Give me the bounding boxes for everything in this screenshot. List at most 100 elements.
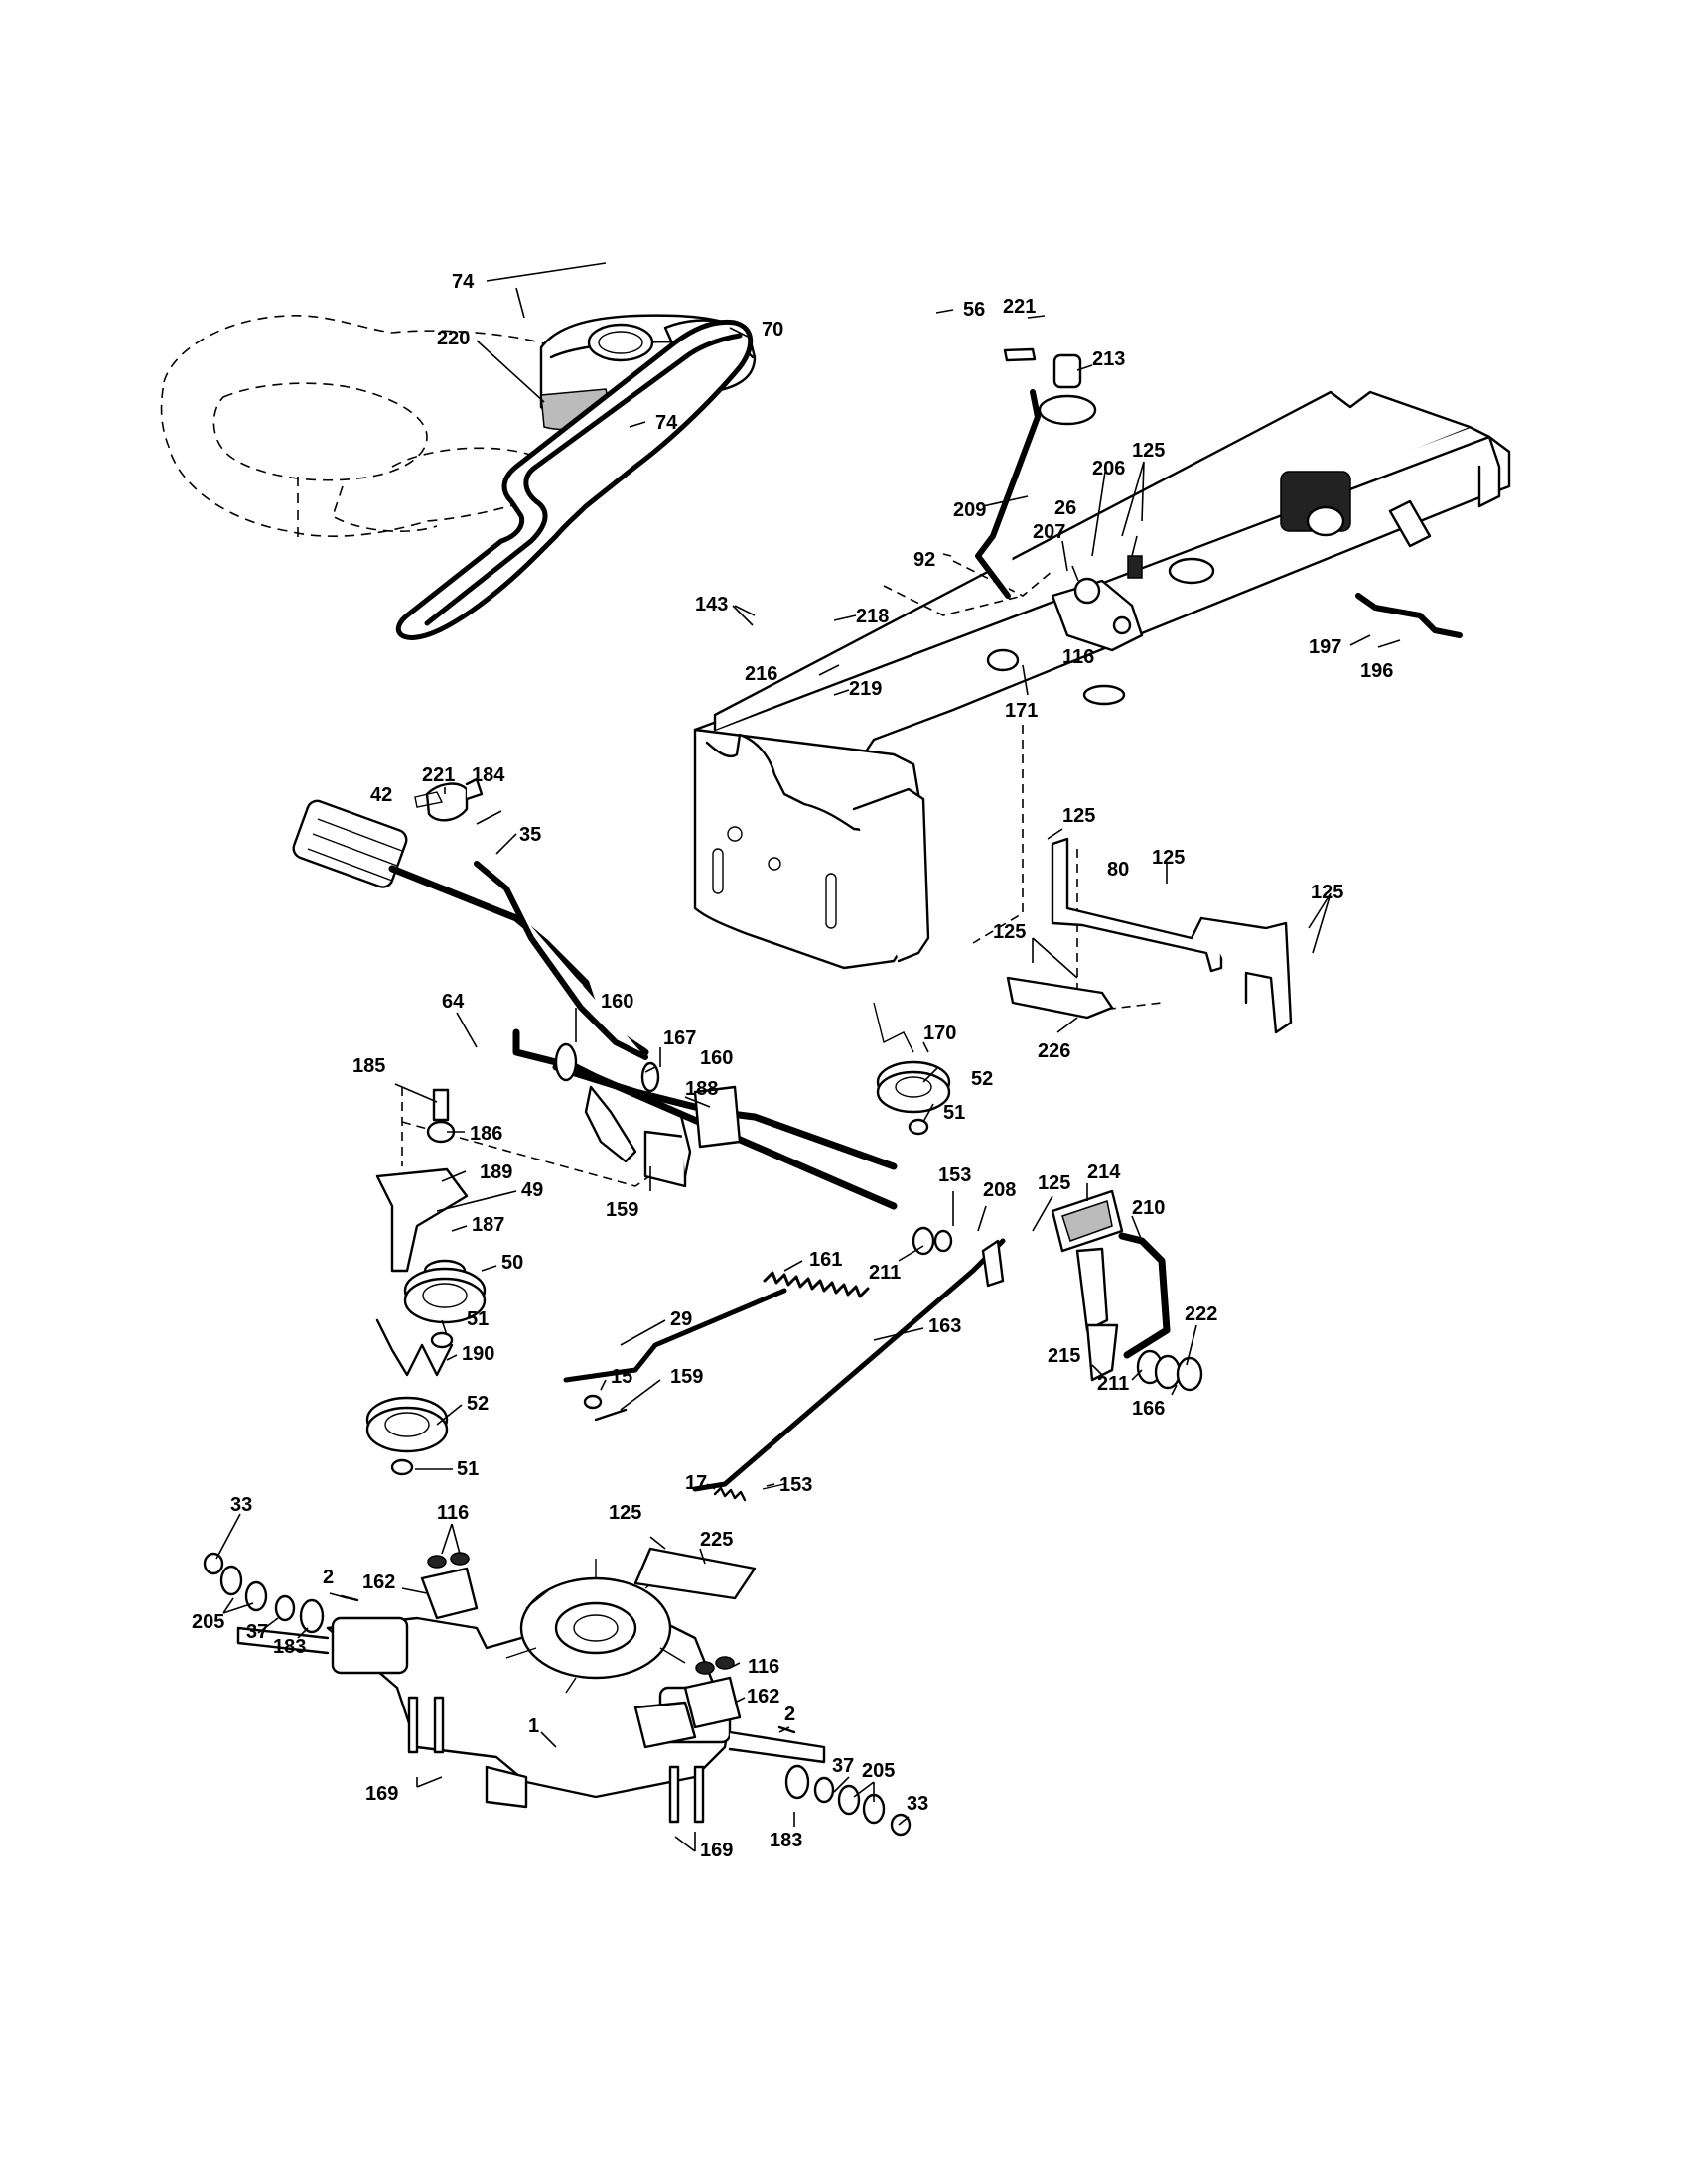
label-216: 216 (745, 663, 777, 685)
washers-right (777, 1725, 912, 1837)
label-209: 209 (953, 499, 986, 521)
label-188: 188 (685, 1078, 718, 1100)
label-218: 218 (856, 606, 889, 627)
label-116-right: 116 (748, 1656, 779, 1678)
pivot-bracket (1051, 555, 1144, 652)
label-166: 166 (1132, 1398, 1165, 1420)
label-220: 220 (437, 328, 470, 349)
label-125-mid1: 125 (1062, 805, 1095, 827)
rod-163 (692, 1238, 1006, 1492)
label-213: 213 (1092, 348, 1125, 370)
label-52-left: 52 (467, 1393, 489, 1415)
label-170: 170 (923, 1023, 956, 1044)
label-185: 185 (352, 1055, 385, 1077)
pin-159 (594, 1408, 628, 1422)
washer-15 (583, 1394, 603, 1410)
label-169-left: 169 (365, 1783, 398, 1805)
label-206: 206 (1092, 458, 1125, 479)
label-171: 171 (1005, 700, 1038, 722)
label-92: 92 (913, 549, 935, 571)
transaxle (236, 1559, 826, 1809)
label-163: 163 (928, 1315, 961, 1337)
label-15: 15 (611, 1366, 632, 1388)
block-162-left (420, 1552, 479, 1620)
label-52-right: 52 (971, 1068, 993, 1090)
idler-pulley-assembly (365, 1088, 487, 1476)
label-125-pedal: 125 (1038, 1172, 1070, 1194)
label-42: 42 (370, 784, 392, 806)
label-49: 49 (521, 1179, 543, 1201)
label-205-left: 205 (192, 1611, 224, 1633)
spring-17 (713, 1483, 785, 1502)
label-167: 167 (663, 1027, 696, 1049)
label-161: 161 (809, 1249, 842, 1271)
label-2-left: 2 (323, 1567, 334, 1588)
label-153-a: 153 (938, 1164, 971, 1186)
label-222: 222 (1185, 1303, 1217, 1325)
label-153-b: 153 (779, 1474, 812, 1496)
label-183-right: 183 (770, 1830, 802, 1851)
label-125-mid3: 125 (1311, 882, 1343, 903)
block-162-right (683, 1656, 742, 1729)
label-205-right: 205 (862, 1760, 895, 1782)
label-219: 219 (849, 678, 882, 700)
label-74-a: 74 (452, 271, 475, 293)
label-159-b: 159 (670, 1366, 703, 1388)
label-169-right: 169 (700, 1840, 733, 1861)
shift-rod (975, 347, 1097, 599)
label-125-bottom: 125 (609, 1502, 641, 1524)
label-125-top: 125 (1132, 440, 1165, 462)
label-162-left: 162 (362, 1571, 395, 1593)
rod-197 (1355, 593, 1463, 638)
part-labels: 74 220 70 74 56 221 213 209 125 206 26 2… (192, 271, 1393, 1861)
label-221-top: 221 (1003, 296, 1036, 318)
label-162-right: 162 (747, 1686, 779, 1707)
label-159-a: 159 (606, 1199, 638, 1221)
label-225: 225 (700, 1529, 733, 1551)
label-35: 35 (519, 824, 541, 846)
label-189: 189 (480, 1161, 512, 1183)
label-37-right: 37 (832, 1755, 854, 1777)
label-160-a: 160 (601, 991, 633, 1013)
label-211-b: 211 (1097, 1373, 1129, 1395)
label-221-mid: 221 (422, 764, 455, 786)
label-51-left: 51 (457, 1458, 479, 1480)
label-197: 197 (1309, 636, 1341, 658)
label-33-right: 33 (907, 1793, 928, 1815)
label-211-a: 211 (869, 1262, 901, 1284)
label-196: 196 (1360, 660, 1393, 682)
pedal-assembly (912, 1189, 1203, 1392)
label-29: 29 (670, 1308, 692, 1330)
label-226: 226 (1038, 1040, 1070, 1062)
label-116-top: 116 (1062, 646, 1094, 668)
label-74-b: 74 (655, 412, 678, 434)
label-26: 26 (1054, 497, 1076, 519)
bolts-169 (407, 1696, 705, 1824)
label-51-mid: 51 (467, 1308, 489, 1330)
label-80: 80 (1107, 859, 1129, 881)
label-215: 215 (1048, 1345, 1080, 1367)
label-51-right: 51 (943, 1102, 965, 1124)
pulley-52 (873, 1002, 951, 1136)
bracket-80 (1006, 837, 1293, 1034)
bracket-225 (633, 1547, 757, 1600)
rod-29 (563, 1288, 787, 1383)
drive-belt (395, 319, 754, 640)
spring-161 (763, 1271, 870, 1298)
label-160-b: 160 (700, 1047, 733, 1069)
label-64: 64 (442, 991, 465, 1013)
label-190: 190 (462, 1343, 494, 1365)
label-184: 184 (472, 764, 505, 786)
label-214: 214 (1087, 1161, 1121, 1183)
label-33-left: 33 (230, 1494, 252, 1516)
label-37-left: 37 (246, 1621, 268, 1643)
label-210: 210 (1132, 1197, 1165, 1219)
label-1: 1 (528, 1715, 539, 1737)
label-125-mid4: 125 (993, 921, 1026, 943)
brake-lever-assembly (292, 799, 898, 1210)
knob-184 (414, 777, 484, 822)
label-125-mid2: 125 (1152, 847, 1185, 869)
label-207: 207 (1033, 521, 1065, 543)
label-116-left: 116 (437, 1502, 469, 1524)
